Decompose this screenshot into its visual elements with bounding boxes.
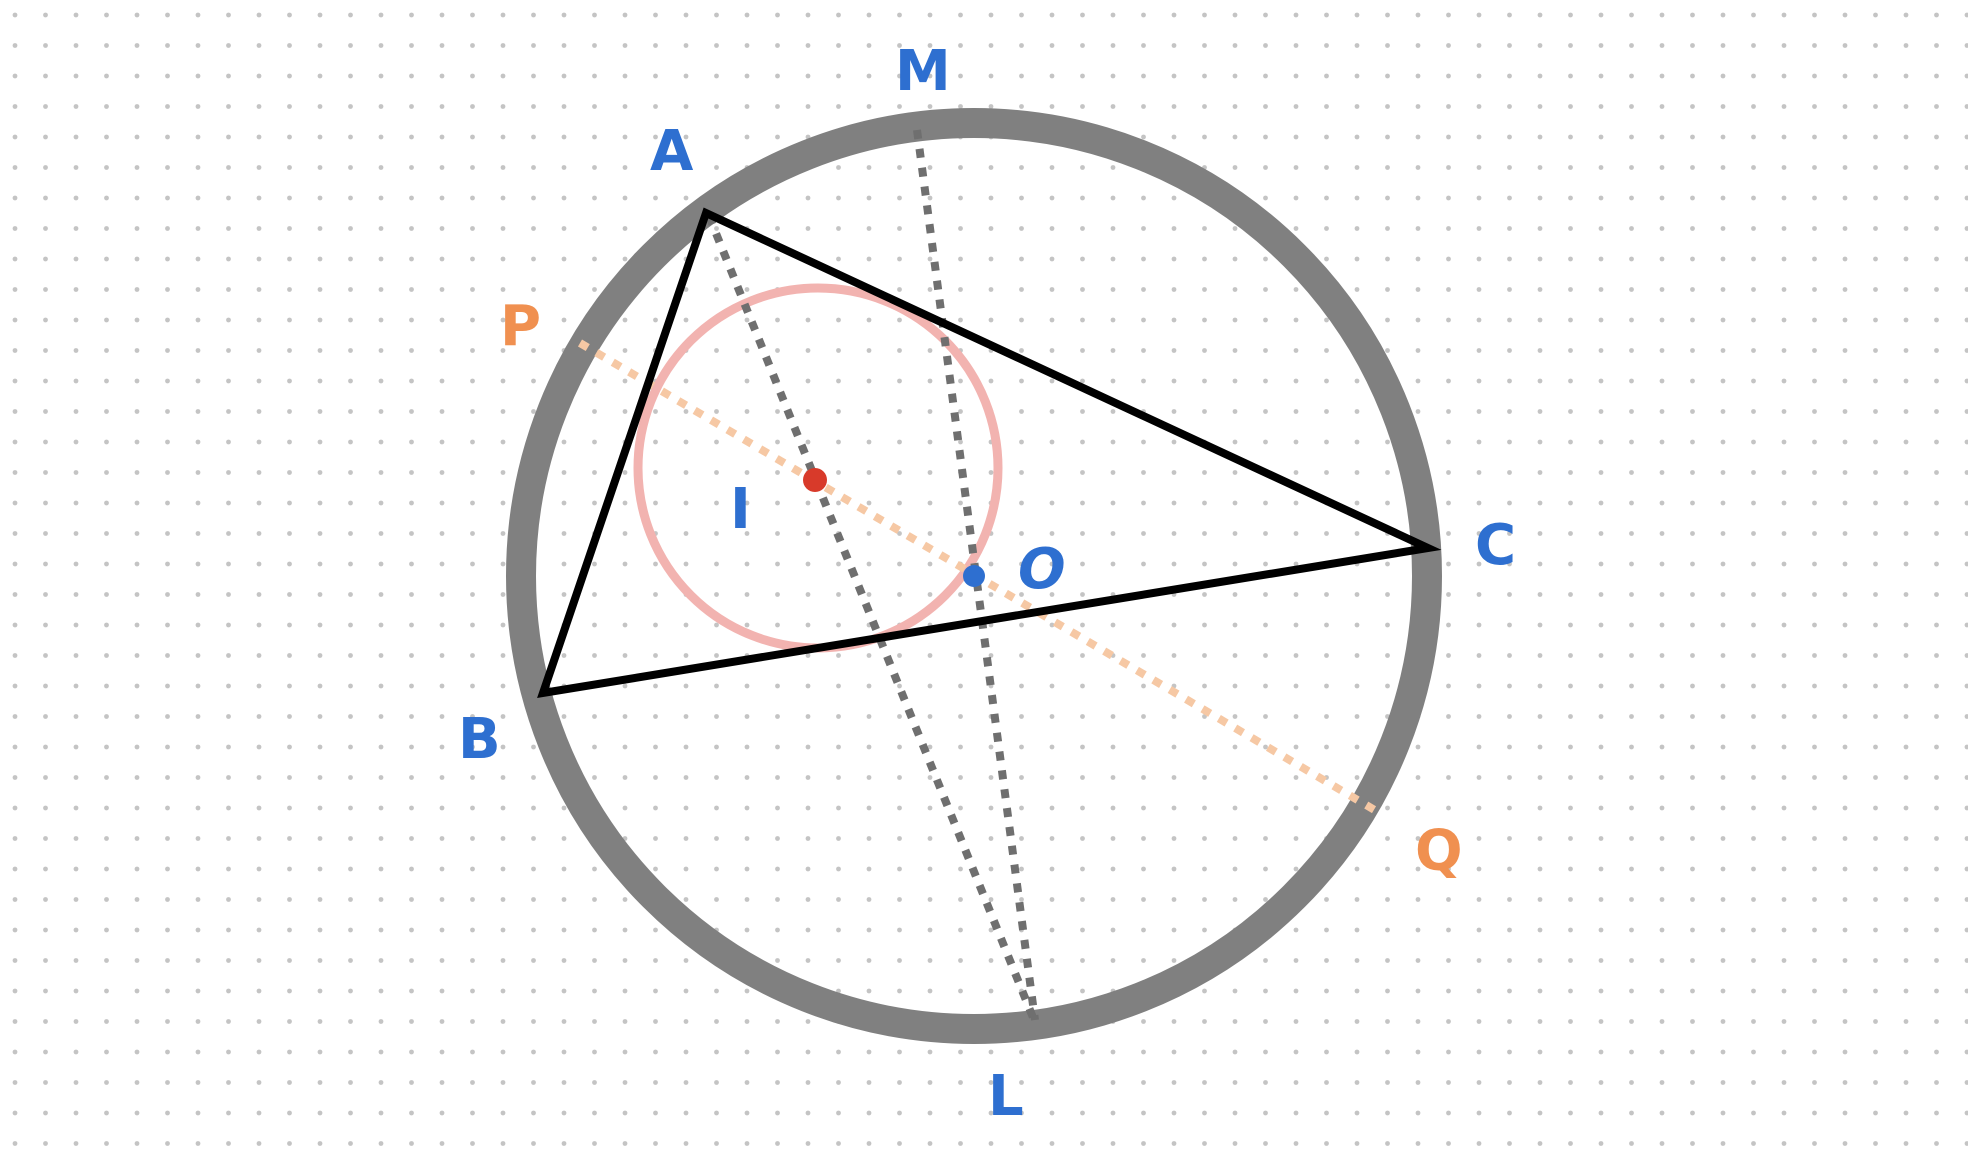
circumcenter-point bbox=[963, 565, 985, 587]
label-o: O bbox=[1018, 537, 1066, 602]
incenter-point bbox=[803, 468, 827, 492]
label-a: A bbox=[650, 119, 694, 184]
label-i: I bbox=[730, 477, 751, 542]
triangle-abc bbox=[537, 207, 1442, 699]
line-ml bbox=[913, 129, 1039, 1021]
label-b: B bbox=[458, 707, 501, 772]
circumcircle bbox=[506, 108, 1442, 1044]
label-l: L bbox=[988, 1064, 1024, 1129]
label-p: P bbox=[500, 294, 541, 359]
label-m: M bbox=[895, 39, 951, 104]
label-c: C bbox=[1475, 513, 1516, 578]
label-q: Q bbox=[1415, 819, 1463, 884]
line-al bbox=[705, 214, 1038, 1022]
